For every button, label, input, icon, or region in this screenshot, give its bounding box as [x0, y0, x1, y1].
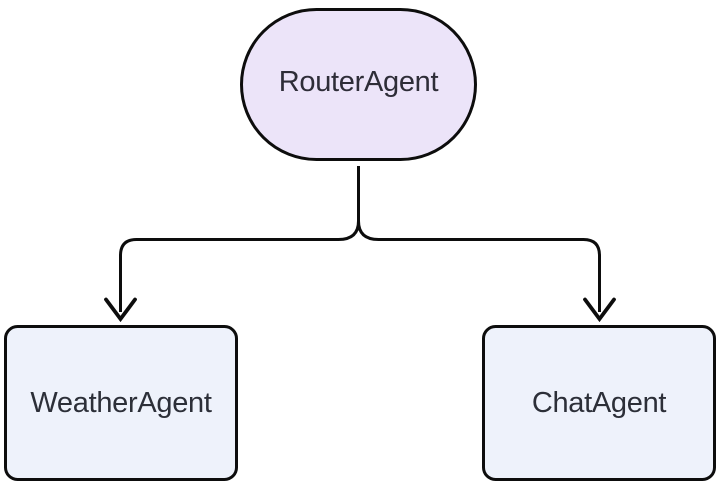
node-weatheragent: WeatherAgent — [4, 325, 238, 481]
node-chatagent: ChatAgent — [482, 325, 716, 481]
node-chatagent-shape — [482, 325, 716, 481]
arrowhead-down-icon — [104, 297, 137, 323]
node-weatheragent-label: WeatherAgent — [30, 387, 212, 419]
edge-line — [119, 166, 360, 312]
node-routeragent: RouterAgent — [240, 8, 477, 161]
edge-line — [357, 166, 601, 312]
arrowhead-down-icon — [583, 297, 616, 323]
node-chatagent-label: ChatAgent — [532, 387, 667, 419]
edge-routeragent-to-chatagent — [357, 166, 616, 323]
edge-routeragent-to-weatheragent — [104, 166, 360, 323]
node-routeragent-label: RouterAgent — [279, 66, 439, 98]
node-routeragent-shape — [240, 8, 477, 161]
node-weatheragent-shape — [4, 325, 238, 481]
